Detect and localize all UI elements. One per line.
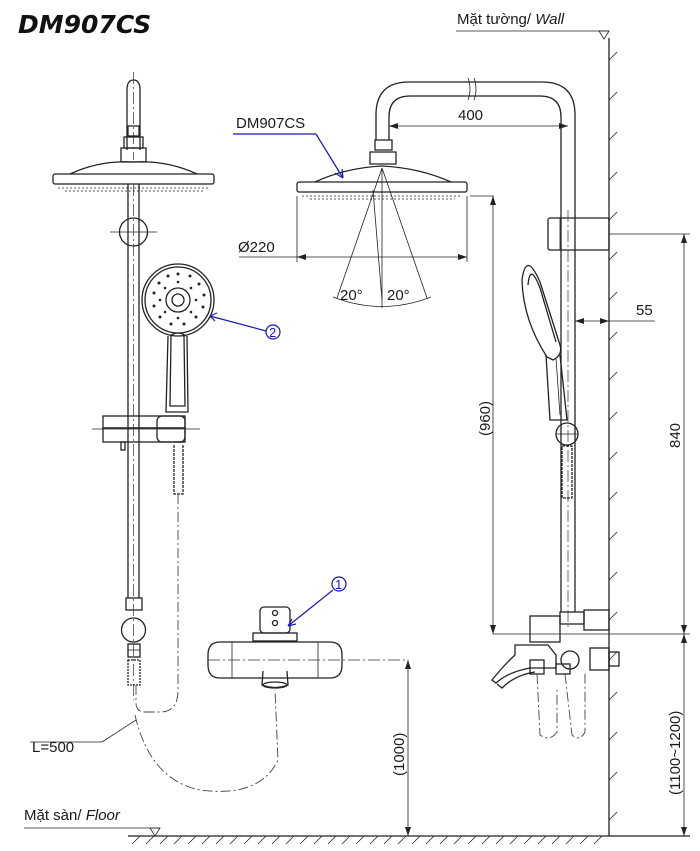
head-height: (960): [477, 401, 494, 436]
hose-length-label: L=500: [32, 739, 74, 756]
model-callout: DM907CS: [236, 115, 305, 132]
arm-length: 400: [458, 107, 483, 124]
drawing-title: DM907CS: [18, 10, 151, 39]
callout-1: 1: [287, 576, 347, 627]
side-view: 20° 20° Ø220 400 DM907CS: [233, 77, 690, 836]
wall: Mặt tường/ Wall: [456, 11, 618, 836]
wall-label: Mặt tường/ Wall: [457, 11, 565, 28]
floor-label: Mặt sàn/ Floor: [24, 807, 121, 824]
side-hand-shower: [521, 264, 568, 421]
front-slide-bracket: [92, 415, 200, 451]
wall-hatching: [608, 51, 618, 821]
mixer-height: (1000): [391, 733, 408, 776]
front-rain-head: [52, 161, 215, 192]
front-view: L=500 1 2: [30, 72, 408, 792]
front-hand-shower: [141, 263, 215, 413]
front-long-hose: [134, 689, 279, 792]
front-bath-mixer: [207, 606, 408, 689]
side-arm: [375, 81, 576, 218]
side-bath-mixer: [491, 609, 620, 739]
spray-angle-left: 20°: [340, 287, 363, 304]
floor: Mặt sàn/ Floor: [24, 807, 690, 845]
callout-2-number: 2: [269, 325, 276, 340]
mixer-range: (1100~1200): [667, 711, 684, 795]
front-hose: [173, 445, 184, 495]
spray-angle-right: 20°: [387, 287, 410, 304]
bracket-offset: 55: [636, 302, 653, 319]
callout-1-number: 1: [335, 577, 342, 592]
callout-2: 2: [209, 312, 281, 340]
head-diameter: Ø220: [238, 239, 275, 256]
side-wall-bracket: [547, 217, 610, 251]
front-diverter: [120, 597, 147, 686]
floor-hatching: [131, 835, 603, 845]
rail-height: 840: [667, 423, 684, 448]
